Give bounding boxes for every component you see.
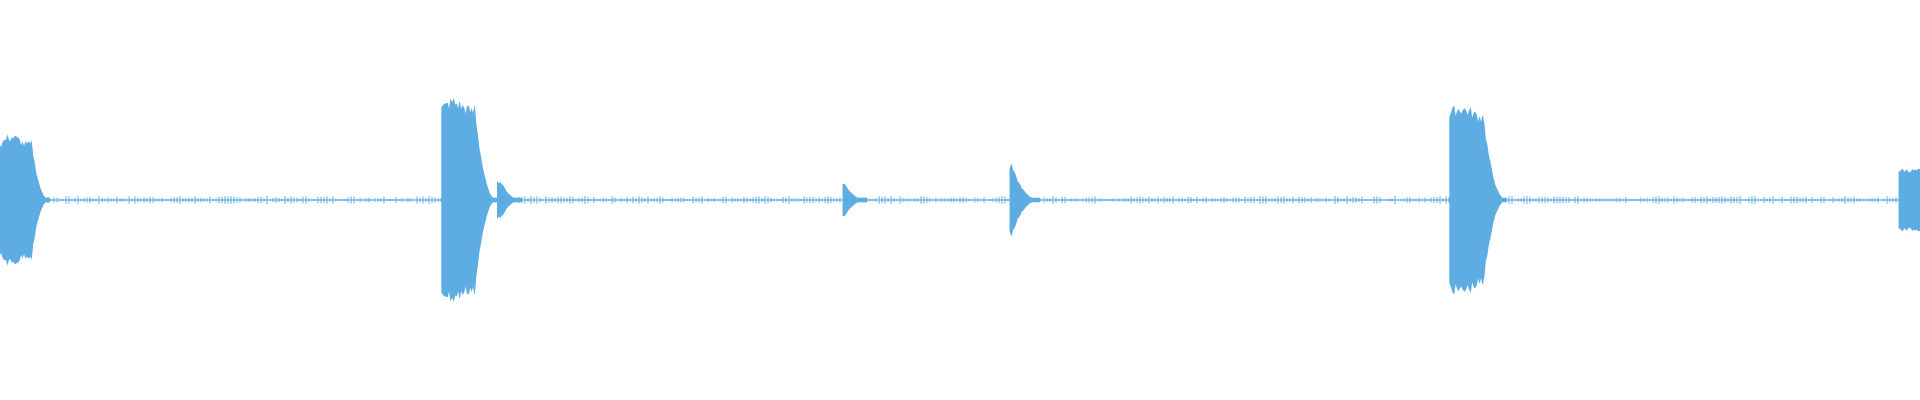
waveform-burst-4 <box>1009 163 1041 237</box>
waveform-burst-5 <box>1449 105 1507 295</box>
waveform-burst-3 <box>842 183 868 217</box>
waveform-burst-6 <box>1898 168 1920 232</box>
waveform-burst-2-echo <box>497 180 522 220</box>
waveform-events <box>0 98 1920 302</box>
waveform-burst-2 <box>441 98 498 302</box>
waveform-burst-1 <box>0 134 50 266</box>
